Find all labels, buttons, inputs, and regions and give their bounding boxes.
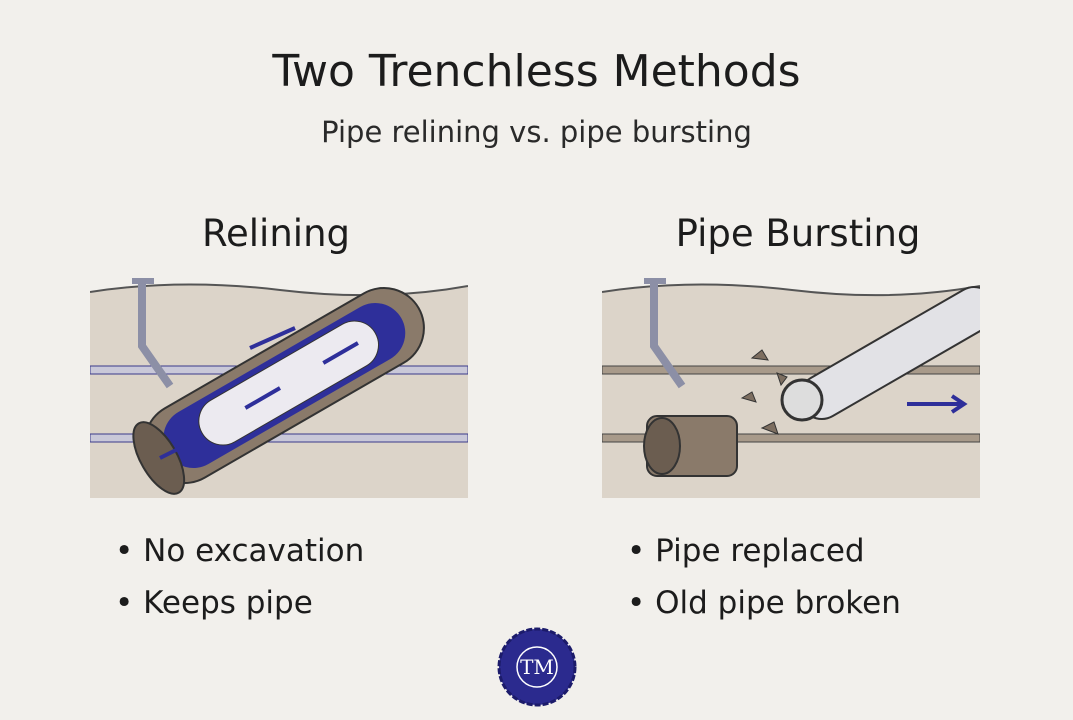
bursting-illustration <box>602 278 980 498</box>
relining-illustration <box>90 278 468 498</box>
svg-text:TM: TM <box>520 655 554 679</box>
bullet-item: Old pipe broken <box>627 577 901 629</box>
relining-heading: Relining <box>201 212 351 255</box>
bullet-item: No excavation <box>115 525 364 577</box>
logo-seal: TM <box>497 627 577 707</box>
relining-bullets: No excavation Keeps pipe <box>115 525 364 629</box>
bursting-heading: Pipe Bursting <box>675 212 921 255</box>
page-subtitle: Pipe relining vs. pipe bursting <box>321 115 752 149</box>
page-title: Two Trenchless Methods <box>272 46 801 97</box>
bullet-item: Keeps pipe <box>115 577 364 629</box>
bursting-bullets: Pipe replaced Old pipe broken <box>627 525 901 629</box>
bullet-item: Pipe replaced <box>627 525 901 577</box>
